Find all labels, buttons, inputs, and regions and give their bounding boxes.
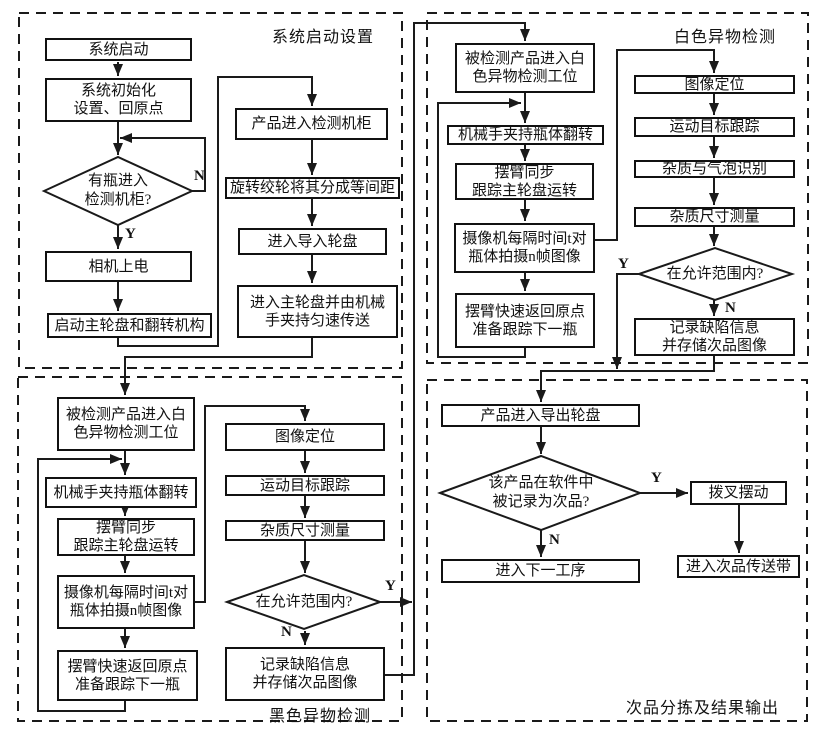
branch-label-no-bottleq: N: [194, 168, 205, 184]
arrow-startwheel-to-productenter: [117, 76, 317, 347]
arrow-whiterecord-to-exportwheel: [536, 356, 715, 402]
box-enter-main: 进入主轮盘并由机械 手夹持匀速传送: [237, 285, 398, 338]
box-black-arm-sync: 摆臂同步 跟踪主轮盘运转: [57, 518, 195, 556]
arrow-white-return-loop: [437, 98, 526, 358]
box-sys-init: 系统初始化 设置、回原点: [45, 78, 192, 122]
box-next-process: 进入下一工序: [441, 559, 640, 583]
quadrant-border-black-detect: [17, 376, 403, 722]
box-camera-on: 相机上电: [45, 251, 192, 282]
box-white-arm-sync: 摆臂同步 跟踪主轮盘运转: [455, 163, 594, 200]
decision-label-bottle-entered: 有瓶进入 检测机柜?: [84, 173, 152, 208]
box-start-wheel: 启动主轮盘和翻转机构: [47, 313, 212, 338]
box-white-camera: 摄像机每隔时间t对 瓶体拍摄n帧图像: [454, 223, 595, 273]
decision-label-white-range: 在允许范围内?: [666, 265, 764, 282]
box-black-motion-track: 运动目标跟踪: [225, 475, 385, 496]
box-product-enter: 产品进入检测机柜: [235, 108, 388, 140]
section-title-sorting: 次品分拣及结果输出: [626, 700, 780, 717]
arrow-whitecamera-to-imgloc: [595, 49, 719, 241]
decision-label-black-range: 在允许范围内?: [255, 593, 353, 610]
box-black-camera: 摄像机每隔时间t对 瓶体拍摄n帧图像: [57, 575, 195, 629]
branch-label-yes-defectq: Y: [651, 470, 662, 486]
box-sys-start: 系统启动: [45, 38, 192, 61]
section-title-white-detect: 白色异物检测: [674, 29, 777, 46]
box-black-arm-return: 摆臂快速返回原点 准备跟踪下一瓶: [57, 650, 198, 701]
box-black-size-measure: 杂质尺寸测量: [225, 520, 385, 541]
box-winch: 旋转绞轮将其分成等间距: [225, 177, 400, 199]
box-white-arm-return: 摆臂快速返回原点 准备跟踪下一瓶: [455, 293, 595, 348]
box-black-img-locate: 图像定位: [225, 423, 385, 451]
branch-label-no-defectq: N: [549, 532, 560, 548]
box-defect-belt: 进入次品传送带: [677, 555, 800, 578]
arrow-blackrecord-riser-to-whitestation: [385, 22, 530, 676]
box-white-motion-track: 运动目标跟踪: [634, 117, 795, 137]
arrow-bottleq-no-loop: [120, 133, 206, 192]
arrow-whiterangeq-yes-down: [612, 273, 639, 369]
arrow-black-return-loop: [37, 454, 126, 712]
box-white-enter-station: 被检测产品进入白 色异物检测工位: [455, 43, 595, 93]
branch-label-yes-blackq: Y: [385, 578, 396, 594]
decision-diamond-white-range: [635, 246, 796, 302]
quadrant-border-startup: [18, 12, 403, 369]
box-enter-import: 进入导入轮盘: [238, 228, 387, 255]
box-fork-swing: 拨叉摆动: [690, 481, 787, 505]
box-black-record-defect: 记录缺陷信息 并存储次品图像: [225, 647, 385, 701]
branch-label-yes-bottleq: Y: [125, 226, 136, 242]
decision-label-is-defective: 该产品在软件中 被记录为次品?: [488, 475, 594, 510]
branch-label-no-whiteq: N: [725, 300, 736, 316]
box-black-flip: 机械手夹持瓶体翻转: [45, 477, 197, 508]
arrow-blackcamera-to-imgloc: [195, 405, 310, 603]
branch-label-yes-whiteq: Y: [618, 256, 629, 272]
box-white-img-locate: 图像定位: [634, 75, 795, 94]
arrow-mainwheel-to-blackstation: [120, 338, 313, 395]
branch-label-no-blackq: N: [281, 624, 292, 640]
box-white-record-defect: 记录缺陷信息 并存储次品图像: [634, 318, 795, 356]
section-title-startup: 系统启动设置: [272, 29, 375, 46]
box-white-size-measure: 杂质尺寸测量: [634, 207, 795, 227]
quadrant-border-sorting: [426, 379, 808, 722]
box-white-bubble-ident: 杂质与气泡识别: [634, 160, 795, 178]
box-export-wheel: 产品进入导出轮盘: [441, 404, 640, 427]
box-black-enter-station: 被检测产品进入白 色异物检测工位: [57, 397, 195, 451]
box-white-flip: 机械手夹持瓶体翻转: [447, 125, 604, 145]
section-title-black-detect: 黑色异物检测: [269, 708, 372, 725]
